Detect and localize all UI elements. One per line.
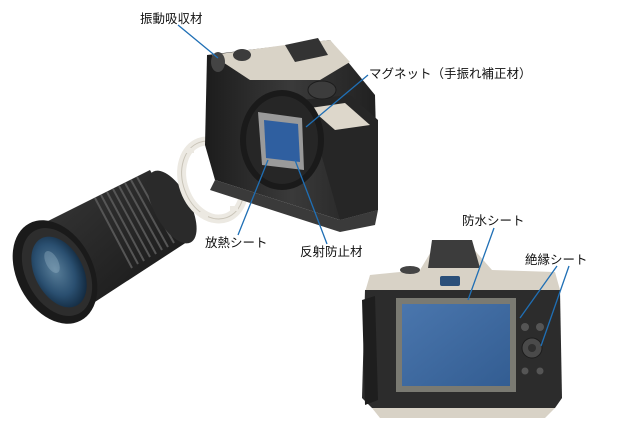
callout-heat-sheet: 放熱シート: [205, 235, 268, 250]
callout-magnet: マグネット（手振れ補正材）: [369, 66, 532, 81]
lens: [12, 170, 197, 324]
callout-shock-absorber: 振動吸収材: [140, 11, 203, 26]
leader-insul-2: [540, 265, 570, 347]
camera-body-back: [362, 240, 562, 418]
leader-insul-1: [519, 265, 558, 319]
leader-antiref: [294, 159, 328, 245]
leader-shock: [177, 24, 219, 59]
callout-waterproof-sheet: 防水シート: [462, 213, 525, 228]
callout-insulation-sheet: 絶縁シート: [525, 252, 588, 267]
leader-water: [467, 227, 495, 301]
leader-magnet: [305, 74, 369, 128]
leader-heat: [237, 159, 269, 236]
leader-lines: [177, 24, 570, 347]
callout-antireflection: 反射防止材: [300, 244, 363, 259]
camera-body-front: [205, 38, 378, 232]
